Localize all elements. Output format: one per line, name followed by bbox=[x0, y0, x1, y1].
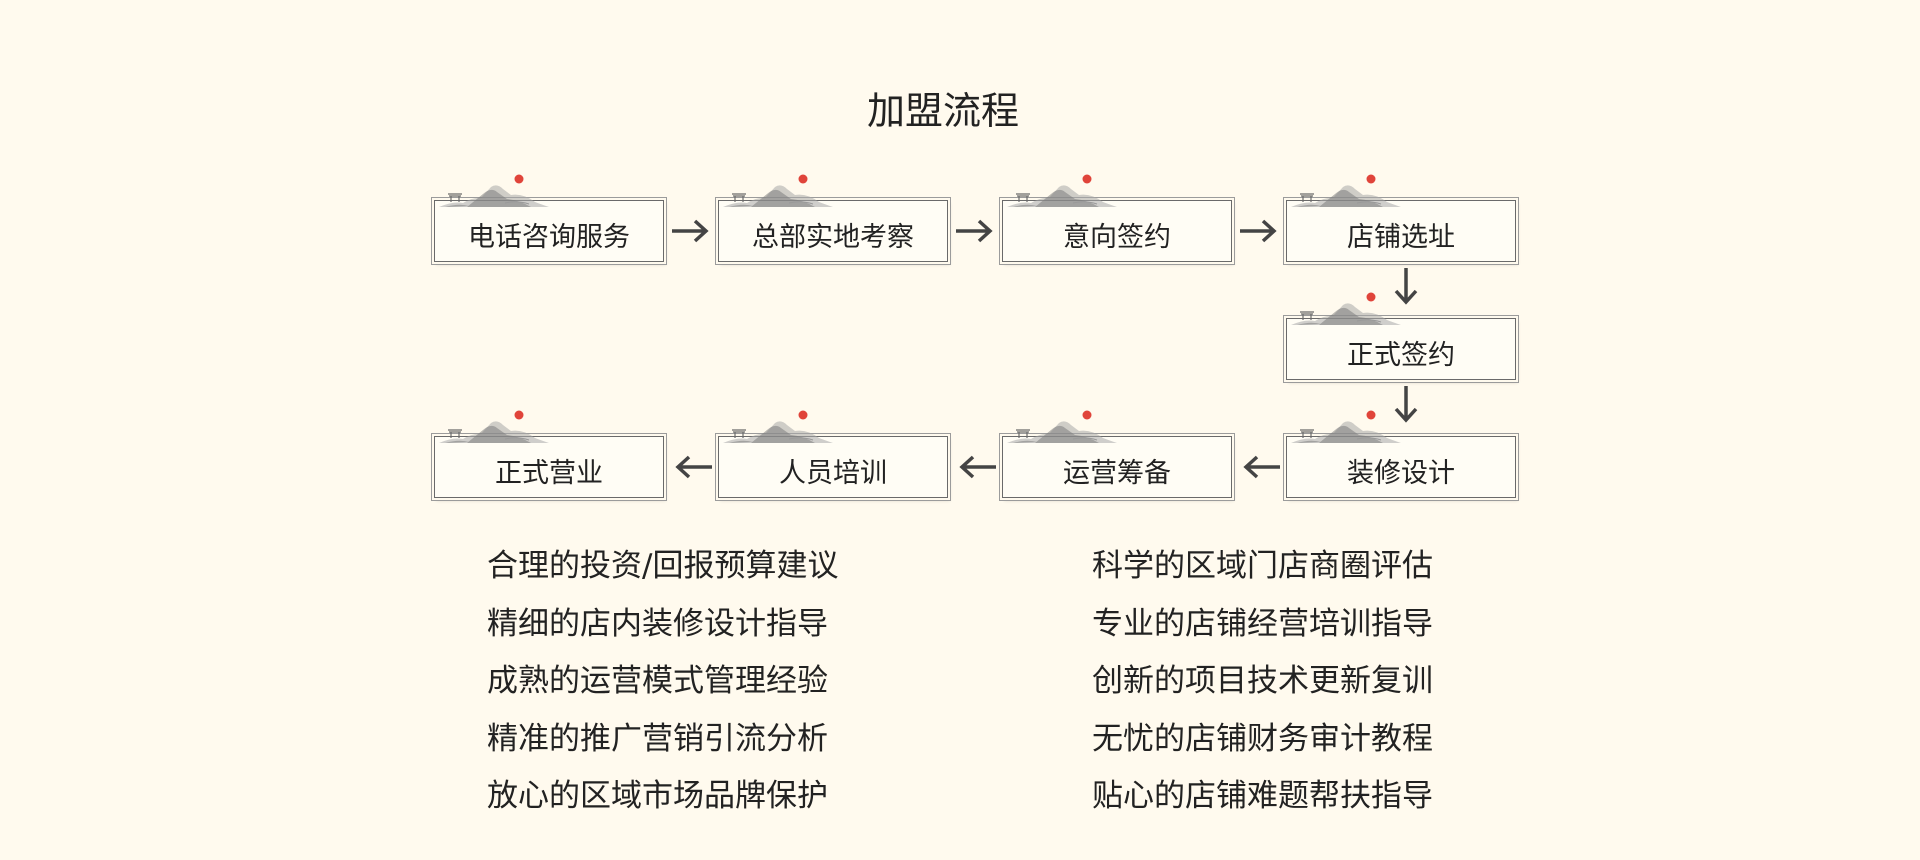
step-label: 总部实地考察 bbox=[752, 222, 914, 253]
step-grand-opening: 正式营业 bbox=[434, 436, 664, 498]
step-operation-prep: 运营筹备 bbox=[1002, 436, 1232, 498]
list-item: 专业的店铺经营培训指导 bbox=[1092, 605, 1433, 642]
step-intent-signing: 意向签约 bbox=[1002, 200, 1232, 262]
arrow-down-icon bbox=[1394, 268, 1418, 305]
ink-mountain-sun-icon bbox=[723, 409, 833, 445]
ink-mountain-sun-icon bbox=[1291, 409, 1401, 445]
arrow-down-icon bbox=[1394, 386, 1418, 423]
step-phone-consultation: 电话咨询服务 bbox=[434, 200, 664, 262]
step-label: 人员培训 bbox=[779, 458, 887, 489]
step-label: 正式签约 bbox=[1347, 340, 1455, 371]
benefits-right-list: 科学的区域门店商圈评估 专业的店铺经营培训指导 创新的项目技术更新复训 无忧的店… bbox=[1092, 538, 1433, 826]
ink-mountain-sun-icon bbox=[1291, 173, 1401, 209]
list-item: 放心的区域市场品牌保护 bbox=[487, 778, 828, 814]
ink-mountain-sun-icon bbox=[1007, 173, 1117, 209]
arrow-left-icon bbox=[959, 455, 996, 479]
list-item: 精准的推广营销引流分析 bbox=[487, 720, 828, 757]
step-hq-inspection: 总部实地考察 bbox=[718, 200, 948, 262]
ink-mountain-sun-icon bbox=[723, 173, 833, 209]
step-label: 正式营业 bbox=[495, 458, 603, 489]
ink-mountain-sun-icon bbox=[439, 409, 549, 445]
page-title: 加盟流程 bbox=[866, 89, 1019, 133]
arrow-right-icon bbox=[672, 219, 709, 243]
step-label: 电话咨询服务 bbox=[468, 222, 630, 253]
list-item: 科学的区域门店商圈评估 bbox=[1092, 548, 1433, 584]
list-item: 贴心的店铺难题帮扶指导 bbox=[1092, 778, 1433, 814]
ink-mountain-sun-icon bbox=[439, 173, 549, 209]
step-label: 装修设计 bbox=[1347, 458, 1455, 489]
list-item: 成熟的运营模式管理经验 bbox=[487, 663, 828, 699]
step-formal-signing: 正式签约 bbox=[1286, 318, 1516, 380]
arrow-right-icon bbox=[956, 219, 993, 243]
step-staff-training: 人员培训 bbox=[718, 436, 948, 498]
step-label: 意向签约 bbox=[1063, 222, 1171, 253]
step-label: 运营筹备 bbox=[1063, 458, 1171, 489]
ink-mountain-sun-icon bbox=[1007, 409, 1117, 445]
list-item: 创新的项目技术更新复训 bbox=[1092, 663, 1433, 699]
list-item: 无忧的店铺财务审计教程 bbox=[1092, 720, 1433, 757]
step-label: 店铺选址 bbox=[1347, 222, 1455, 253]
list-item: 精细的店内装修设计指导 bbox=[487, 605, 828, 642]
ink-mountain-sun-icon bbox=[1291, 291, 1401, 327]
arrow-right-icon bbox=[1240, 219, 1277, 243]
arrow-left-icon bbox=[675, 455, 712, 479]
arrow-left-icon bbox=[1243, 455, 1280, 479]
list-item: 合理的投资/回报预算建议 bbox=[487, 548, 839, 584]
step-site-selection: 店铺选址 bbox=[1286, 200, 1516, 262]
benefits-left-list: 合理的投资/回报预算建议 精细的店内装修设计指导 成熟的运营模式管理经验 精准的… bbox=[487, 538, 838, 826]
step-renovation-design: 装修设计 bbox=[1286, 436, 1516, 498]
